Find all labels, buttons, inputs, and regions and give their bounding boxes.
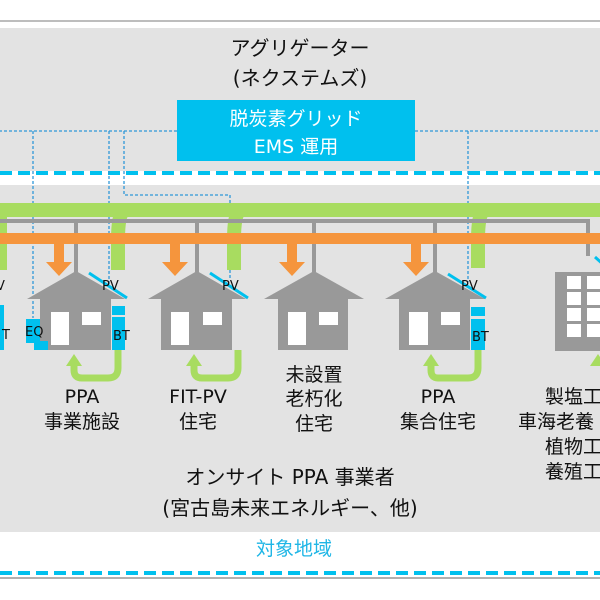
caption-3-line3: 住宅	[295, 413, 333, 435]
eq-device-icon	[26, 319, 40, 343]
caption-5-line2: 車海老養	[518, 411, 594, 433]
aggregator-title: アグリゲーター	[231, 36, 370, 60]
house-window	[319, 312, 338, 325]
caption-5-line3: 植物工	[545, 436, 600, 458]
house-window	[441, 312, 460, 325]
pv-panel-icon	[88, 271, 128, 300]
facility-ppa-business[interactable]: PV EQ BT	[25, 271, 130, 382]
pv-panel-icon	[593, 255, 600, 264]
green-arrow-up-icon	[186, 354, 202, 366]
caption-1-line1: PPA	[65, 386, 100, 408]
svg-text:V: V	[0, 279, 5, 294]
house-door	[409, 312, 428, 345]
aggregator-company: (ネクステムズ)	[233, 66, 367, 90]
house-roof	[264, 271, 364, 299]
self-consumption-loop	[190, 350, 242, 382]
pv-label: PV	[102, 279, 119, 294]
house-door	[51, 312, 69, 345]
caption-3-line2: 老朽化	[285, 388, 342, 410]
caption-2-line2: 住宅	[179, 411, 217, 433]
operator-company: (宮古島未来エネルギー、他)	[162, 496, 417, 520]
region-label: 対象地域	[256, 538, 332, 560]
industrial-captions: 製塩工 車海老養 植物工 養殖工	[518, 386, 600, 483]
caption-2-line1: FIT-PV	[169, 386, 227, 408]
orange-arrow-4	[403, 244, 429, 276]
orange-arrow-3	[279, 244, 305, 276]
pv-label: PV	[461, 279, 478, 294]
caption-5-line4: 養殖工	[545, 461, 600, 483]
house-door	[171, 312, 189, 345]
house-door	[288, 312, 306, 345]
operator-title: オンサイト PPA 事業者	[185, 465, 394, 489]
green-arrow-up-icon	[423, 354, 439, 366]
caption-4-line2: 集合住宅	[400, 411, 476, 433]
pv-label: PV	[222, 279, 239, 294]
caption-4-line1: PPA	[421, 386, 456, 408]
bt-label: BT	[113, 329, 130, 344]
caption-5-line1: 製塩工	[545, 386, 600, 408]
pv-panel-icon	[447, 272, 487, 300]
facility-uninstalled-house[interactable]	[264, 271, 364, 350]
house-roof	[148, 271, 246, 299]
ems-box-title: 脱炭素グリッド	[229, 108, 362, 130]
facility-fit-pv-house[interactable]: PV	[148, 271, 249, 382]
green-arrow-up-icon	[66, 354, 82, 366]
facility-ppa-apartment[interactable]: PV BT	[385, 271, 489, 382]
house-window	[82, 312, 101, 325]
pv-panel-icon	[209, 271, 249, 300]
house-roof	[385, 271, 485, 299]
bt-label: BT	[472, 330, 489, 345]
caption-3-line1: 未設置	[285, 364, 342, 386]
orange-flow	[0, 233, 600, 276]
facility-captions: PPA 事業施設 FIT-PV 住宅 未設置 老朽化 住宅 PPA 集合住宅	[44, 364, 476, 435]
house-window	[203, 312, 222, 325]
bt-battery-icon	[112, 306, 125, 315]
orange-arrow-2	[162, 244, 188, 276]
left-partial-facility: V T	[0, 279, 10, 350]
ems-box[interactable]	[177, 100, 415, 161]
self-consumption-loop	[70, 350, 122, 382]
ems-box-subtitle: EMS 運用	[254, 136, 339, 158]
self-consumption-loop	[427, 350, 482, 382]
orange-arrow-1	[46, 244, 72, 276]
eq-label: EQ	[25, 325, 43, 340]
house-roof	[27, 271, 125, 299]
svg-text:T: T	[1, 328, 10, 343]
building-windows	[567, 276, 600, 337]
green-arrow-up-icon	[590, 354, 600, 366]
facility-industrial-building[interactable]	[555, 255, 600, 366]
caption-1-line2: 事業施設	[44, 411, 120, 433]
bt-battery-icon	[471, 307, 485, 316]
